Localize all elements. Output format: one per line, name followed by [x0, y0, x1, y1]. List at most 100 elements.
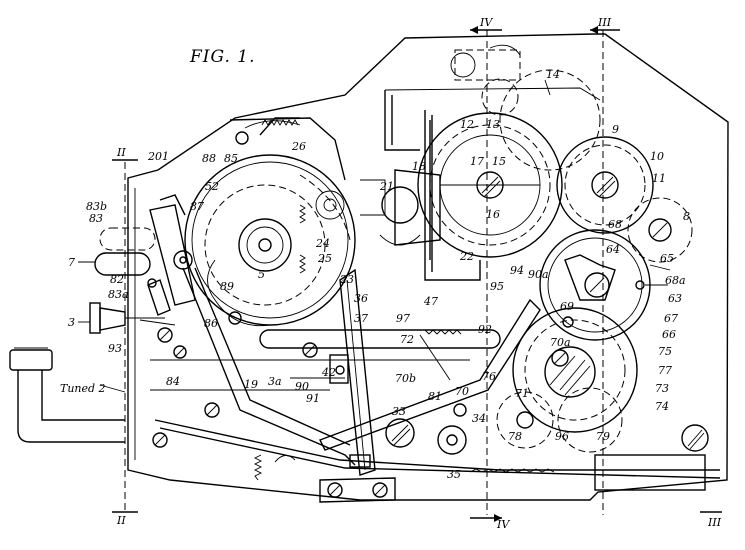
ref-label-72: 72: [400, 333, 414, 346]
ref-label-19: 19: [244, 378, 258, 391]
ref-label-94: 94: [510, 264, 524, 277]
ref-label-76: 76: [482, 370, 496, 383]
vertical-bar-23: [339, 268, 376, 476]
drum-15: [417, 112, 563, 260]
ref-label-90: 90: [295, 380, 309, 393]
section-mark-ii-left: II: [116, 146, 126, 159]
cam-disc-assembly: [184, 117, 356, 327]
gear-34: [437, 403, 467, 455]
ref-label-34: 34: [472, 412, 486, 425]
ref-label-201: 201: [147, 150, 169, 163]
ref-label-12: 12: [460, 118, 474, 131]
ref-label-42: 42: [321, 366, 336, 379]
ref-label-86: 86: [204, 317, 218, 330]
gear-79: [557, 387, 623, 453]
ref-label-13: 13: [486, 118, 500, 131]
section-mark-iii-top: III: [597, 16, 612, 29]
ref-label-81: 81: [428, 390, 442, 403]
ref-label-90a: 90a: [528, 268, 549, 281]
gear-9: [556, 136, 654, 234]
ref-label-83b: 83b: [86, 200, 107, 213]
ref-label-5: 5: [258, 268, 265, 281]
ref-label-10: 10: [650, 150, 664, 163]
ref-label-68a: 68a: [665, 274, 686, 287]
cord-tube: [9, 347, 125, 443]
ref-label-64: 64: [606, 243, 620, 256]
ref-label-35: 35: [447, 468, 461, 481]
shaft-right: [681, 424, 709, 452]
ref-label-21: 21: [379, 180, 394, 193]
ref-label-91: 91: [306, 392, 320, 405]
section-line-iv: [470, 26, 502, 522]
ref-label-25: 25: [317, 252, 332, 265]
ref-label-7: 7: [68, 256, 75, 269]
section-mark-iii-bottom: III: [707, 516, 722, 529]
ref-label-70b: 70b: [395, 372, 416, 385]
small-lever-82: [139, 278, 176, 326]
ref-label-70a: 70a: [550, 336, 571, 349]
ref-label-97: 97: [396, 312, 410, 325]
ref-label-23: 23: [339, 273, 354, 286]
ref-label-93: 93: [108, 342, 122, 355]
ref-label-26: 26: [291, 140, 306, 153]
center-frame: [360, 87, 601, 281]
gear-33: [385, 418, 415, 448]
ref-label-24: 24: [315, 237, 330, 250]
section-line-ii: [112, 159, 138, 513]
ref-label-36: 36: [354, 292, 368, 305]
ref-label-75: 75: [658, 345, 672, 358]
section-line-iii: [590, 26, 722, 515]
gear-14: [450, 44, 601, 171]
gear-8: [627, 197, 693, 263]
ref-label-15: 15: [492, 155, 506, 168]
callout-tuned: Tuned 2: [60, 382, 106, 395]
ref-label-11: 11: [652, 172, 666, 185]
ref-label-16: 16: [486, 208, 500, 221]
ref-label-82: 82: [110, 273, 124, 286]
ref-label-3: 3: [68, 316, 75, 329]
section-mark-iv-bottom: IV: [496, 518, 510, 531]
section-mark-iv-top: IV: [479, 16, 493, 29]
ref-label-52: 52: [205, 180, 219, 193]
ref-label-83a: 83a: [108, 288, 129, 301]
gear-78: [496, 391, 554, 449]
ref-label-88: 88: [202, 152, 216, 165]
ref-label-71: 71: [515, 387, 529, 400]
ref-label-74: 74: [655, 400, 669, 413]
ref-label-14: 14: [546, 68, 560, 81]
hatched-pins: [152, 327, 318, 448]
ref-label-96: 96: [555, 430, 569, 443]
ref-label-87: 87: [190, 200, 204, 213]
spring-35: [469, 454, 706, 491]
ref-label-37: 37: [354, 312, 368, 325]
spring-right: [299, 204, 306, 274]
ref-label-63: 63: [668, 292, 682, 305]
ref-label-77: 77: [658, 364, 672, 377]
lever-70: [319, 298, 541, 451]
figure-title: FIG. 1.: [189, 47, 256, 67]
ref-label-17: 17: [470, 155, 484, 168]
spring-upper: [261, 119, 299, 126]
ref-label-73: 73: [655, 382, 669, 395]
ref-label-78: 78: [508, 430, 522, 443]
ref-label-69: 69: [560, 300, 574, 313]
section-mark-ii-bottom: II: [116, 514, 126, 527]
ref-label-3a: 3a: [268, 375, 282, 388]
screw-plate: [319, 454, 396, 503]
spring-bottom-left: [253, 454, 296, 481]
knob-7: [94, 227, 156, 276]
ref-label-66: 66: [662, 328, 676, 341]
ref-label-18: 18: [412, 160, 426, 173]
gear-75: [512, 307, 638, 433]
ref-label-9: 9: [612, 123, 619, 136]
ref-label-84: 84: [166, 375, 180, 388]
ref-label-47: 47: [423, 295, 438, 308]
ref-label-70: 70: [455, 385, 469, 398]
ref-label-92: 92: [478, 323, 492, 336]
ref-label-33: 33: [392, 405, 406, 418]
ref-label-89: 89: [220, 280, 234, 293]
ref-label-79: 79: [596, 430, 610, 443]
gear-63: [539, 229, 651, 341]
ref-label-65: 65: [660, 252, 674, 265]
